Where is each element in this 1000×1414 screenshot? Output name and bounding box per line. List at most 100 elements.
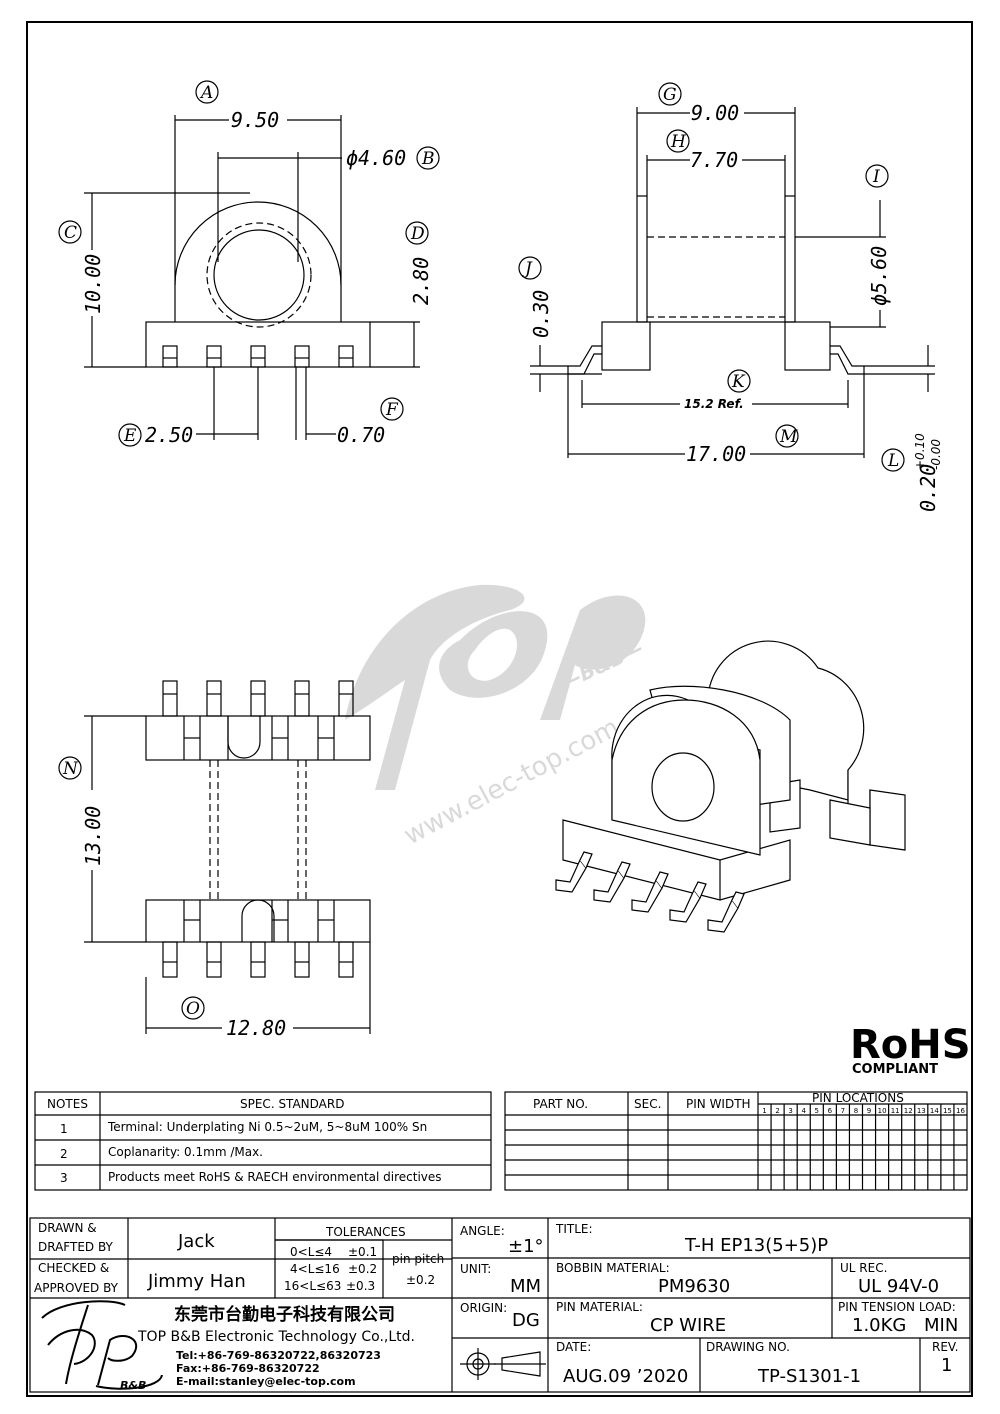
pin-material: CP WIRE <box>650 1315 726 1336</box>
pin-number: 6 <box>828 1107 833 1115</box>
dim-B-label: B <box>421 149 435 169</box>
ul-label: UL REC. <box>840 1261 887 1275</box>
dim-E-label: E <box>123 426 137 446</box>
tol-value-2: ±0.2 <box>348 1262 377 1276</box>
date-label: DATE: <box>556 1340 591 1354</box>
unit-value: MM <box>510 1276 541 1297</box>
pin-number: 4 <box>801 1107 806 1115</box>
pin-number: 12 <box>904 1107 913 1115</box>
top-view-labels: N 13.00 O 12.80 <box>58 756 286 1040</box>
watermark: —B&B— www.elec-top.com <box>345 584 647 851</box>
company-text: B&B 东莞市台勤电子科技有限公司 TOP B&B Electronic Tec… <box>120 1304 415 1392</box>
origin-label: ORIGIN: <box>460 1301 507 1315</box>
company-email: E-mail:stanley@elec-top.com <box>176 1375 356 1388</box>
title-label: TITLE: <box>555 1222 593 1236</box>
approved-by: Jimmy Han <box>147 1271 246 1292</box>
sheet-border <box>26 21 973 1397</box>
rohs-sub: COMPLIANT <box>852 1062 938 1077</box>
part-no-header: PART NO. <box>533 1097 588 1111</box>
pin-tension-min: MIN <box>924 1315 958 1336</box>
dim-J-label: J <box>522 259 533 279</box>
notes-table <box>34 1091 492 1191</box>
dim-E-value: 2.50 <box>145 423 193 447</box>
isometric-view <box>555 640 906 933</box>
pin-number: 13 <box>917 1107 926 1115</box>
front-view-labels: A 9.50 ϕ4.60 B C 10.00 D 2.80 E 2.50 F 0… <box>58 80 440 447</box>
title-block-text: DRAWN & DRAFTED BY Jack CHECKED & APPROV… <box>34 1221 958 1387</box>
dim-B-value: ϕ4.60 <box>346 146 406 170</box>
company-logo <box>41 1300 163 1390</box>
dim-L-tol-minus: -0.00 <box>929 439 943 470</box>
pin-tension-label: PIN TENSION LOAD: <box>838 1300 956 1314</box>
notes-header-no: NOTES <box>47 1097 88 1111</box>
pin-pitch-tol: ±0.2 <box>406 1273 435 1287</box>
note-2-text: Coplanarity: 0.1mm /Max. <box>108 1145 263 1159</box>
dim-C-label: C <box>64 223 77 243</box>
side-view <box>530 107 935 458</box>
rev-value: 1 <box>941 1355 952 1376</box>
dim-M-value: 17.00 <box>686 442 746 466</box>
origin-value: DG <box>512 1310 540 1331</box>
bobbin-material: PM9630 <box>658 1276 730 1297</box>
dim-A-label: A <box>199 83 213 103</box>
dim-N-value: 13.00 <box>81 806 105 866</box>
tol-value-3: ±0.3 <box>346 1279 375 1293</box>
dim-G-value: 9.00 <box>691 101 739 125</box>
dim-H-value: 7.70 <box>690 148 738 172</box>
note-3-no: 3 <box>60 1171 68 1185</box>
title-block <box>29 1217 971 1393</box>
note-1-text: Terminal: Underplating Ni 0.5~2uM, 5~8uM… <box>107 1120 427 1134</box>
drawing-no-label: DRAWING NO. <box>706 1340 790 1354</box>
dim-M-label: M <box>779 427 798 447</box>
drafted-label: DRAFTED BY <box>38 1240 114 1254</box>
dim-A-value: 9.50 <box>231 108 279 132</box>
pin-number: 1 <box>762 1107 766 1115</box>
rohs-logo: RoHS COMPLIANT <box>850 1022 971 1077</box>
company-fax: Fax:+86-769-86320722 <box>176 1362 320 1375</box>
tol-range-1: 0<L≤4 <box>290 1245 332 1259</box>
company-logo-sub: B&B <box>120 1379 146 1392</box>
notes-text: NOTES SPEC. STANDARD 1 Terminal: Underpl… <box>47 1097 442 1185</box>
drawn-label: DRAWN & <box>38 1221 97 1235</box>
note-2-no: 2 <box>60 1147 68 1161</box>
pin-tension: 1.0KG <box>852 1315 906 1336</box>
tol-range-3: 16<L≤63 <box>284 1279 341 1293</box>
note-1-no: 1 <box>60 1122 68 1136</box>
dim-I-label: I <box>872 167 880 187</box>
pin-number: 11 <box>891 1107 900 1115</box>
angle-label: ANGLE: <box>460 1224 505 1238</box>
dim-D-label: D <box>410 224 425 244</box>
drawing-title: T-H EP13(5+5)P <box>684 1235 828 1256</box>
dim-F-value: 0.70 <box>337 423 385 447</box>
pin-number: 15 <box>943 1107 952 1115</box>
notes-header-spec: SPEC. STANDARD <box>240 1097 344 1111</box>
part-table <box>504 1091 968 1191</box>
pin-columns <box>770 1104 955 1190</box>
unit-label: UNIT: <box>460 1262 491 1276</box>
tol-value-1: ±0.1 <box>348 1245 377 1259</box>
pin-number: 8 <box>854 1107 858 1115</box>
tol-range-2: 4<L≤16 <box>290 1262 340 1276</box>
drawn-by: Jack <box>177 1231 215 1252</box>
dim-L-value: 0.20 <box>916 464 940 512</box>
dim-G-label: G <box>663 85 677 105</box>
rohs-title: RoHS <box>850 1022 971 1068</box>
dim-C-value: 10.00 <box>81 254 105 314</box>
rev-label: REV. <box>932 1340 958 1354</box>
note-3-text: Products meet RoHS & RAECH environmental… <box>108 1170 442 1184</box>
dim-D-value: 2.80 <box>409 257 433 305</box>
sec-header: SEC. <box>634 1097 661 1111</box>
angle-value: ±1° <box>508 1236 544 1257</box>
dim-K-value: 15.2 Ref. <box>684 397 744 411</box>
ul-rec: UL 94V-0 <box>858 1276 939 1297</box>
tolerances-label: TOLERANCES <box>325 1225 406 1239</box>
dim-O-value: 12.80 <box>226 1016 286 1040</box>
dim-I-value: ϕ5.60 <box>867 246 891 306</box>
pin-number: 16 <box>956 1107 965 1115</box>
company-tel: Tel:+86-769-86320722,86320723 <box>176 1349 381 1362</box>
dim-L-label: L <box>887 451 899 471</box>
dim-N-label: N <box>62 759 79 779</box>
pin-number: 14 <box>930 1107 939 1115</box>
